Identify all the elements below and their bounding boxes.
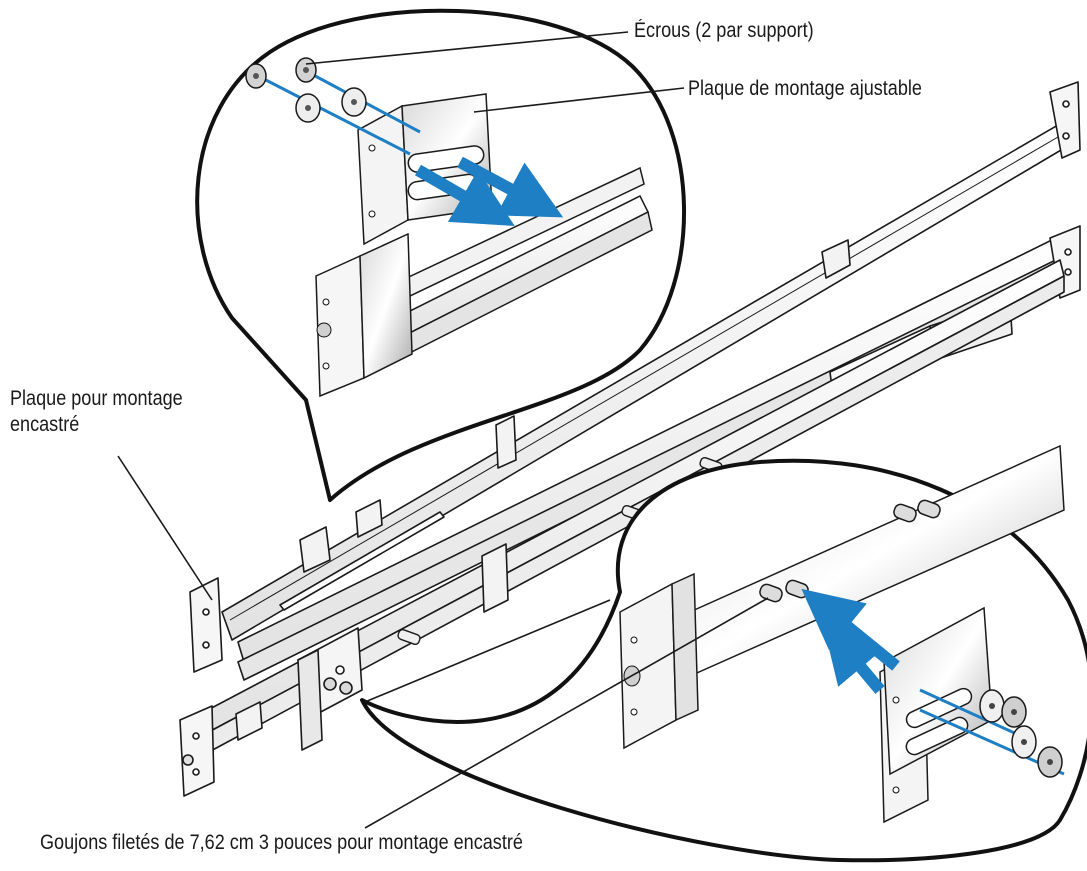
label-flush-plate-line1: Plaque pour montage [10, 387, 183, 410]
label-threaded-studs: Goujons filetés de 7,62 cm 3 pouces pour… [40, 831, 523, 854]
leader-flush-plate [117, 455, 213, 601]
label-flush-plate: Plaque pour montage encastré [10, 386, 183, 439]
detail-view-adjustable-plate [195, 8, 687, 502]
label-nuts: Écrous (2 par support) [634, 19, 814, 42]
leader-studs [364, 597, 769, 829]
leader-adjustable-plate [473, 87, 685, 113]
leader-lines [117, 31, 769, 829]
label-adjustable-plate: Plaque de montage ajustable [688, 77, 922, 100]
rear-rail-upper [189, 81, 1081, 673]
detail-view-flush-studs [360, 444, 1087, 863]
leader-nuts [305, 31, 629, 65]
label-flush-plate-line2: encastré [10, 413, 80, 437]
leader-studs-2 [364, 599, 611, 703]
